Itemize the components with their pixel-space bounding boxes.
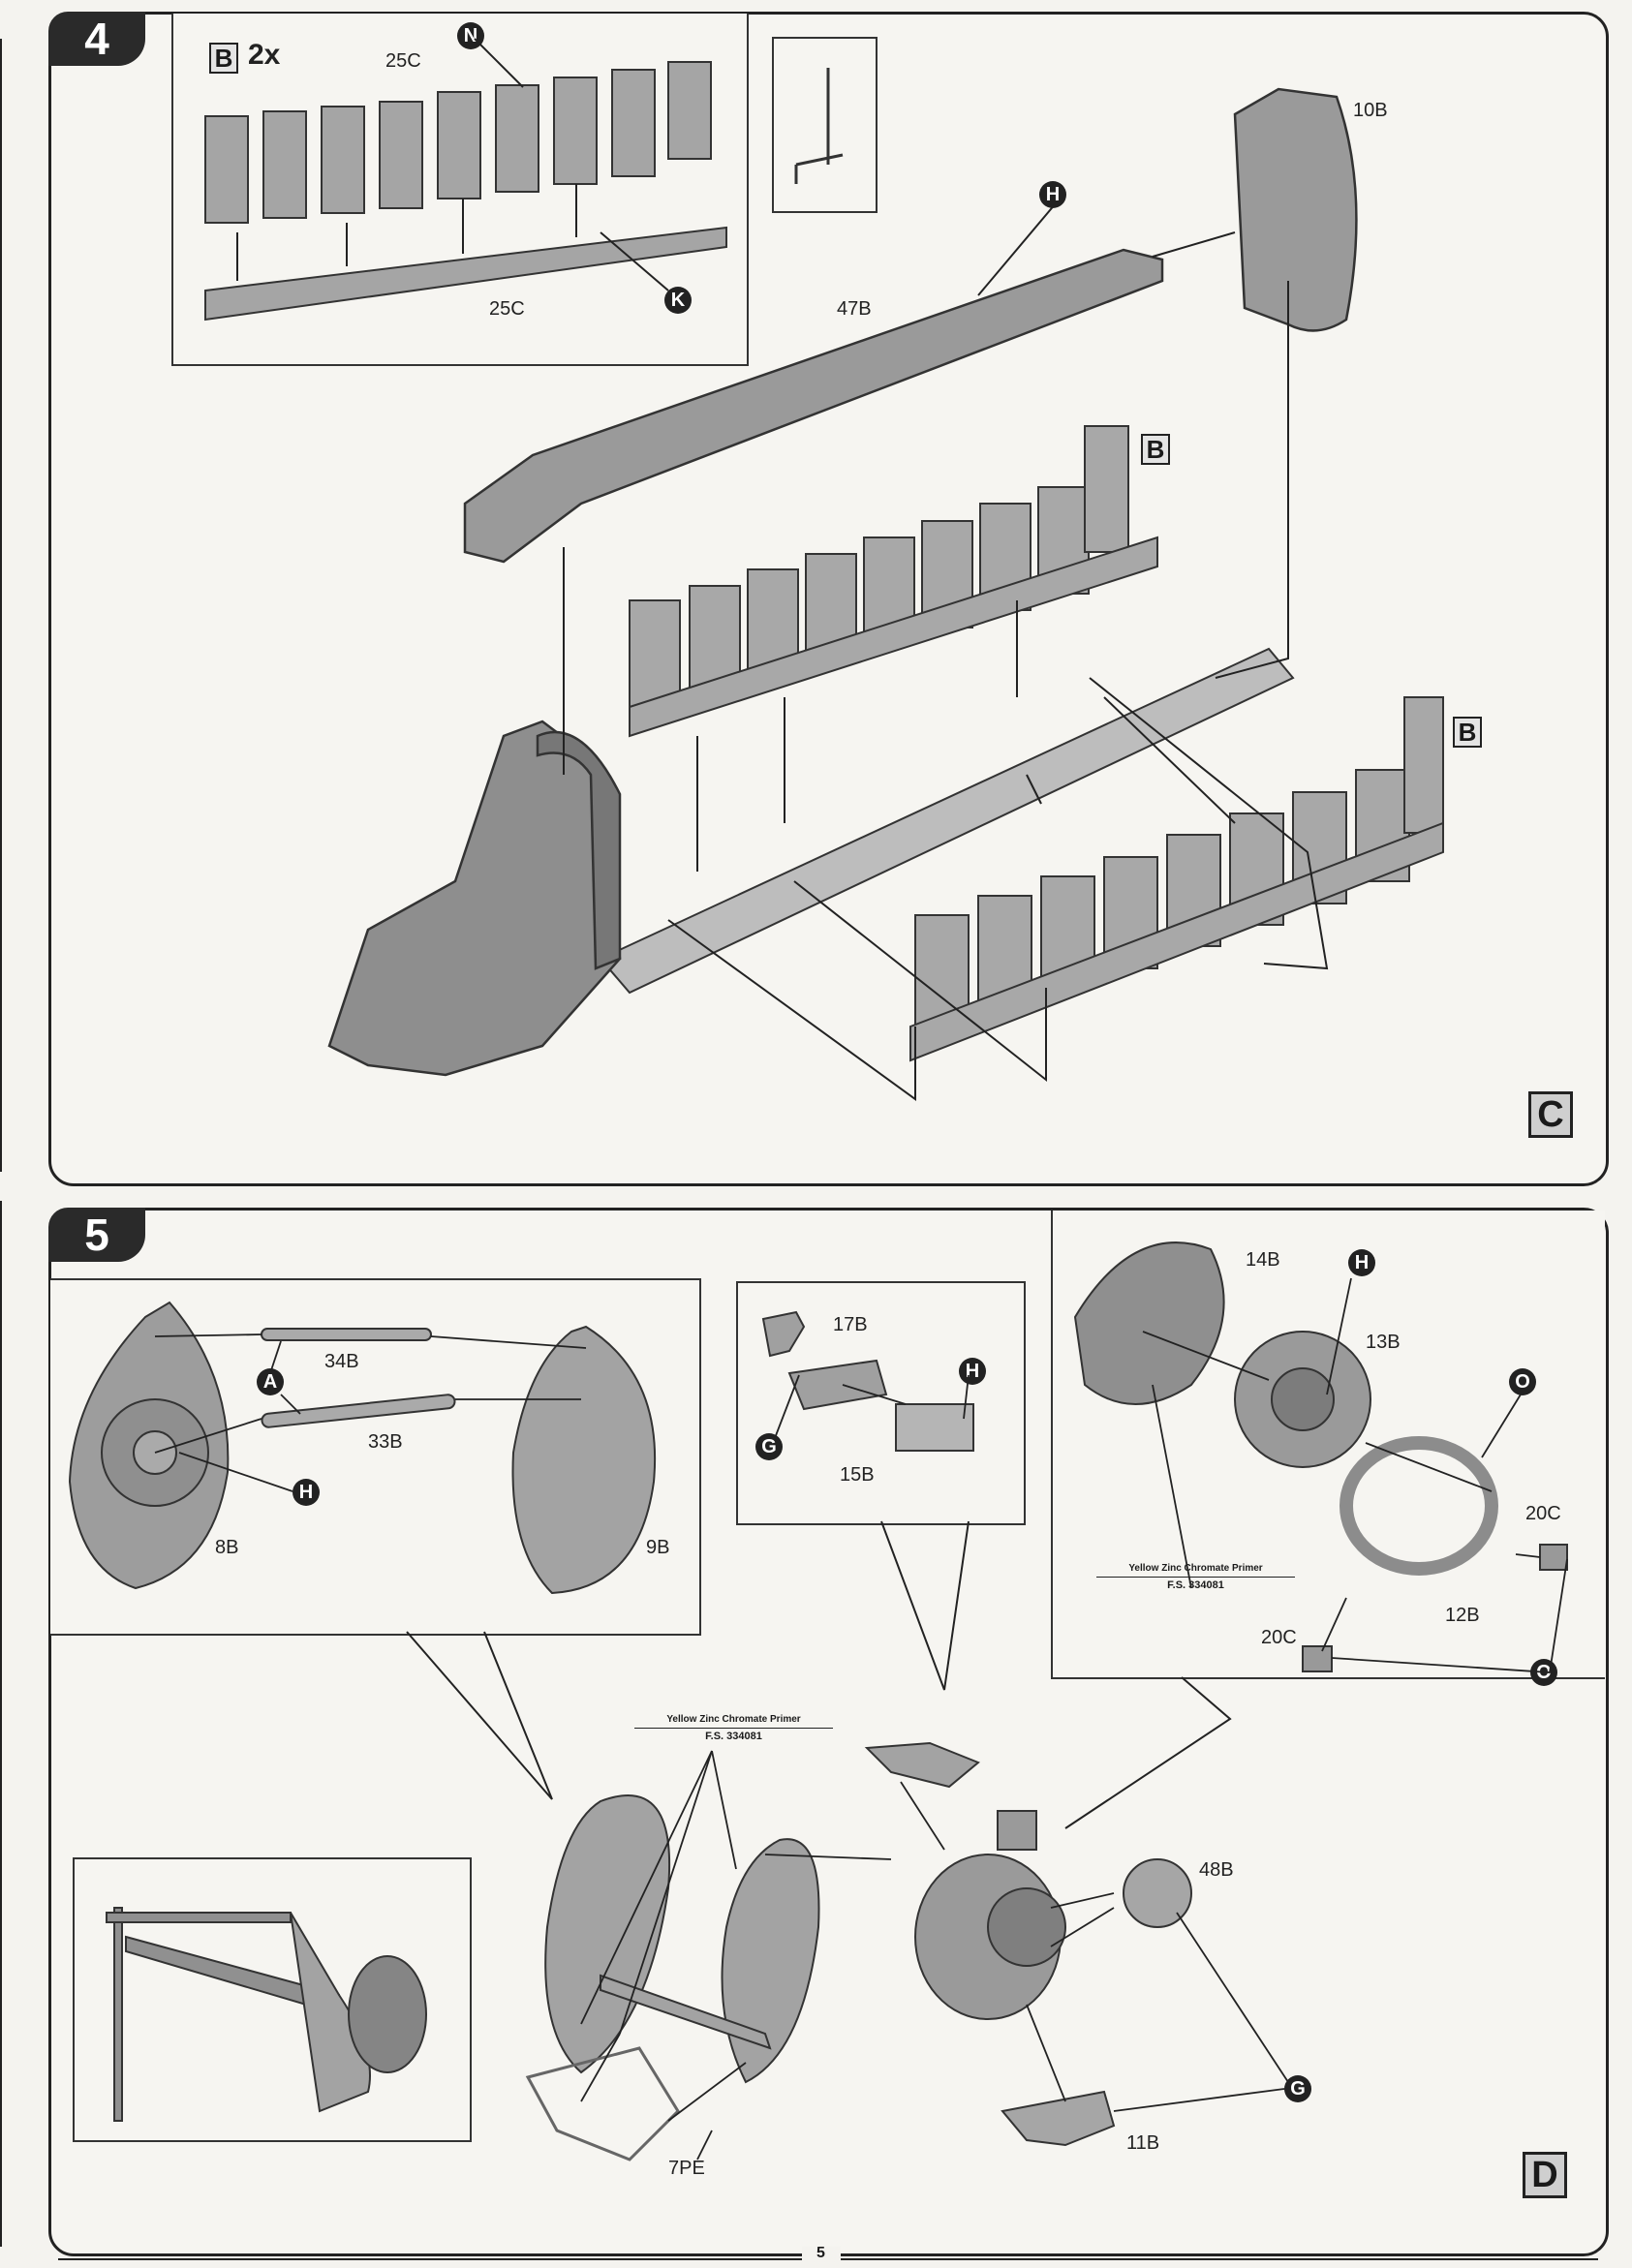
page-number-over-rule: 5	[816, 2245, 825, 2261]
inset-quantity: 2x	[248, 39, 281, 71]
photo-assembly	[106, 1907, 427, 2122]
cockpit-front	[327, 720, 622, 1077]
right-inset-parts	[1073, 1241, 1568, 1672]
paint-name: Yellow Zinc Chromate Primer	[666, 1714, 801, 1725]
part-47b-drawing	[463, 248, 1164, 564]
part-34b: 34B	[324, 1351, 359, 1372]
detail-part	[794, 68, 844, 184]
part-12b: 12B	[1445, 1605, 1480, 1626]
sprue-marker-b-upper: B	[1141, 434, 1170, 465]
callout-h-right: H	[1348, 1249, 1375, 1276]
upper-wall-panels	[629, 425, 1158, 738]
part-33b: 33B	[368, 1431, 403, 1453]
sprue-marker-b-lower: B	[1453, 717, 1482, 748]
part-10b-drawing	[1233, 87, 1358, 332]
callout-o-top: O	[1509, 1368, 1536, 1395]
floor-panel	[599, 647, 1295, 995]
part-48b: 48B	[1199, 1859, 1234, 1881]
callout-g-bottom: G	[1284, 2075, 1311, 2102]
part-25c-top: 25C	[385, 50, 421, 72]
part-9b-drawing	[511, 1325, 657, 1595]
part-13b: 13B	[1366, 1332, 1401, 1353]
part-20c-left: 20C	[1261, 1627, 1297, 1648]
inset-rail	[204, 226, 727, 322]
rods-drawing	[261, 1328, 456, 1428]
step-5-corner-letter: D	[1523, 2152, 1567, 2198]
firewall-plates	[544, 1794, 820, 2084]
paint-note-right: Yellow Zinc Chromate Primer F.S. 334081	[1096, 1561, 1295, 1593]
part-47b: 47B	[837, 298, 872, 320]
part-10b: 10B	[1353, 100, 1388, 121]
step-5-number: 5	[48, 1208, 145, 1262]
part-7pe: 7PE	[668, 2158, 705, 2179]
lower-wall-panels	[909, 696, 1444, 1062]
inset-sprue-letter: B	[209, 43, 238, 74]
inset-panels	[204, 61, 712, 224]
engine-assembly	[864, 1741, 1192, 2147]
middle-inset-parts	[761, 1310, 974, 1452]
callout-a: A	[257, 1368, 284, 1395]
part-14b: 14B	[1246, 1249, 1280, 1271]
step-4-drawing	[204, 38, 1444, 1101]
paint-code: F.S. 334081	[634, 1728, 833, 1744]
callout-g-middle: G	[755, 1433, 783, 1460]
callout-h-step4: H	[1039, 181, 1066, 208]
paint-name: Yellow Zinc Chromate Primer	[1128, 1563, 1263, 1574]
step-4-detail-box	[772, 37, 878, 213]
facing-page-edge-top	[0, 39, 2, 1172]
part-20c-right: 20C	[1525, 1503, 1561, 1524]
part-17b: 17B	[833, 1314, 868, 1335]
paint-note-center: Yellow Zinc Chromate Primer F.S. 334081	[634, 1712, 833, 1744]
part-15b: 15B	[840, 1464, 875, 1486]
part-8b: 8B	[215, 1537, 239, 1558]
callout-h-left: H	[293, 1479, 320, 1506]
pe-frame	[525, 2046, 680, 2161]
callout-k: K	[664, 287, 692, 314]
paint-code: F.S. 334081	[1096, 1577, 1295, 1593]
part-8b-drawing	[68, 1301, 230, 1590]
step-4-number: 4	[48, 12, 145, 66]
part-11b: 11B	[1126, 2132, 1160, 2154]
part-9b: 9B	[646, 1537, 670, 1558]
callout-o-bottom: O	[1530, 1659, 1557, 1686]
page-number-gap	[802, 2247, 841, 2268]
part-25c-bottom: 25C	[489, 298, 525, 320]
facing-page-edge-bottom	[0, 1201, 2, 2247]
step-4-corner-letter: C	[1528, 1091, 1573, 1138]
